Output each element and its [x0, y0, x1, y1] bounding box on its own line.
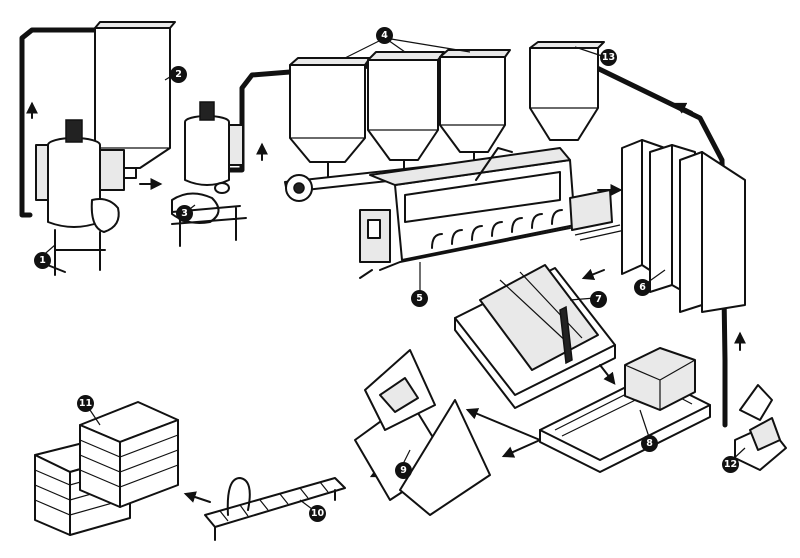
cutting-table-7	[454, 264, 616, 409]
roller-conveyor-10	[204, 477, 346, 541]
callout-10: 10	[309, 505, 326, 522]
callout-3: 3	[176, 205, 193, 222]
callout-12: 12	[722, 456, 739, 473]
grinder-12	[734, 384, 787, 471]
tilted-blocks-9	[354, 349, 491, 516]
callout-2: 2	[170, 66, 187, 83]
moulding-machine-5	[359, 147, 626, 279]
callout-8: 8	[641, 435, 658, 452]
callout-5: 5	[411, 290, 428, 307]
pipe-12-to-13	[557, 47, 728, 428]
rack-6	[621, 139, 746, 313]
callout-9: 9	[395, 462, 412, 479]
callout-4: 4	[376, 27, 393, 44]
callout-13: 13	[600, 49, 617, 66]
callout-6: 6	[634, 279, 651, 296]
callout-11: 11	[77, 395, 94, 412]
callout-1: 1	[34, 252, 51, 269]
mixer-1	[35, 119, 125, 276]
callout-7: 7	[590, 291, 607, 308]
mixer-3	[171, 101, 247, 247]
stacked-blocks-11	[34, 401, 179, 536]
curing-tray-8	[539, 347, 711, 473]
hopper-13	[529, 41, 605, 141]
